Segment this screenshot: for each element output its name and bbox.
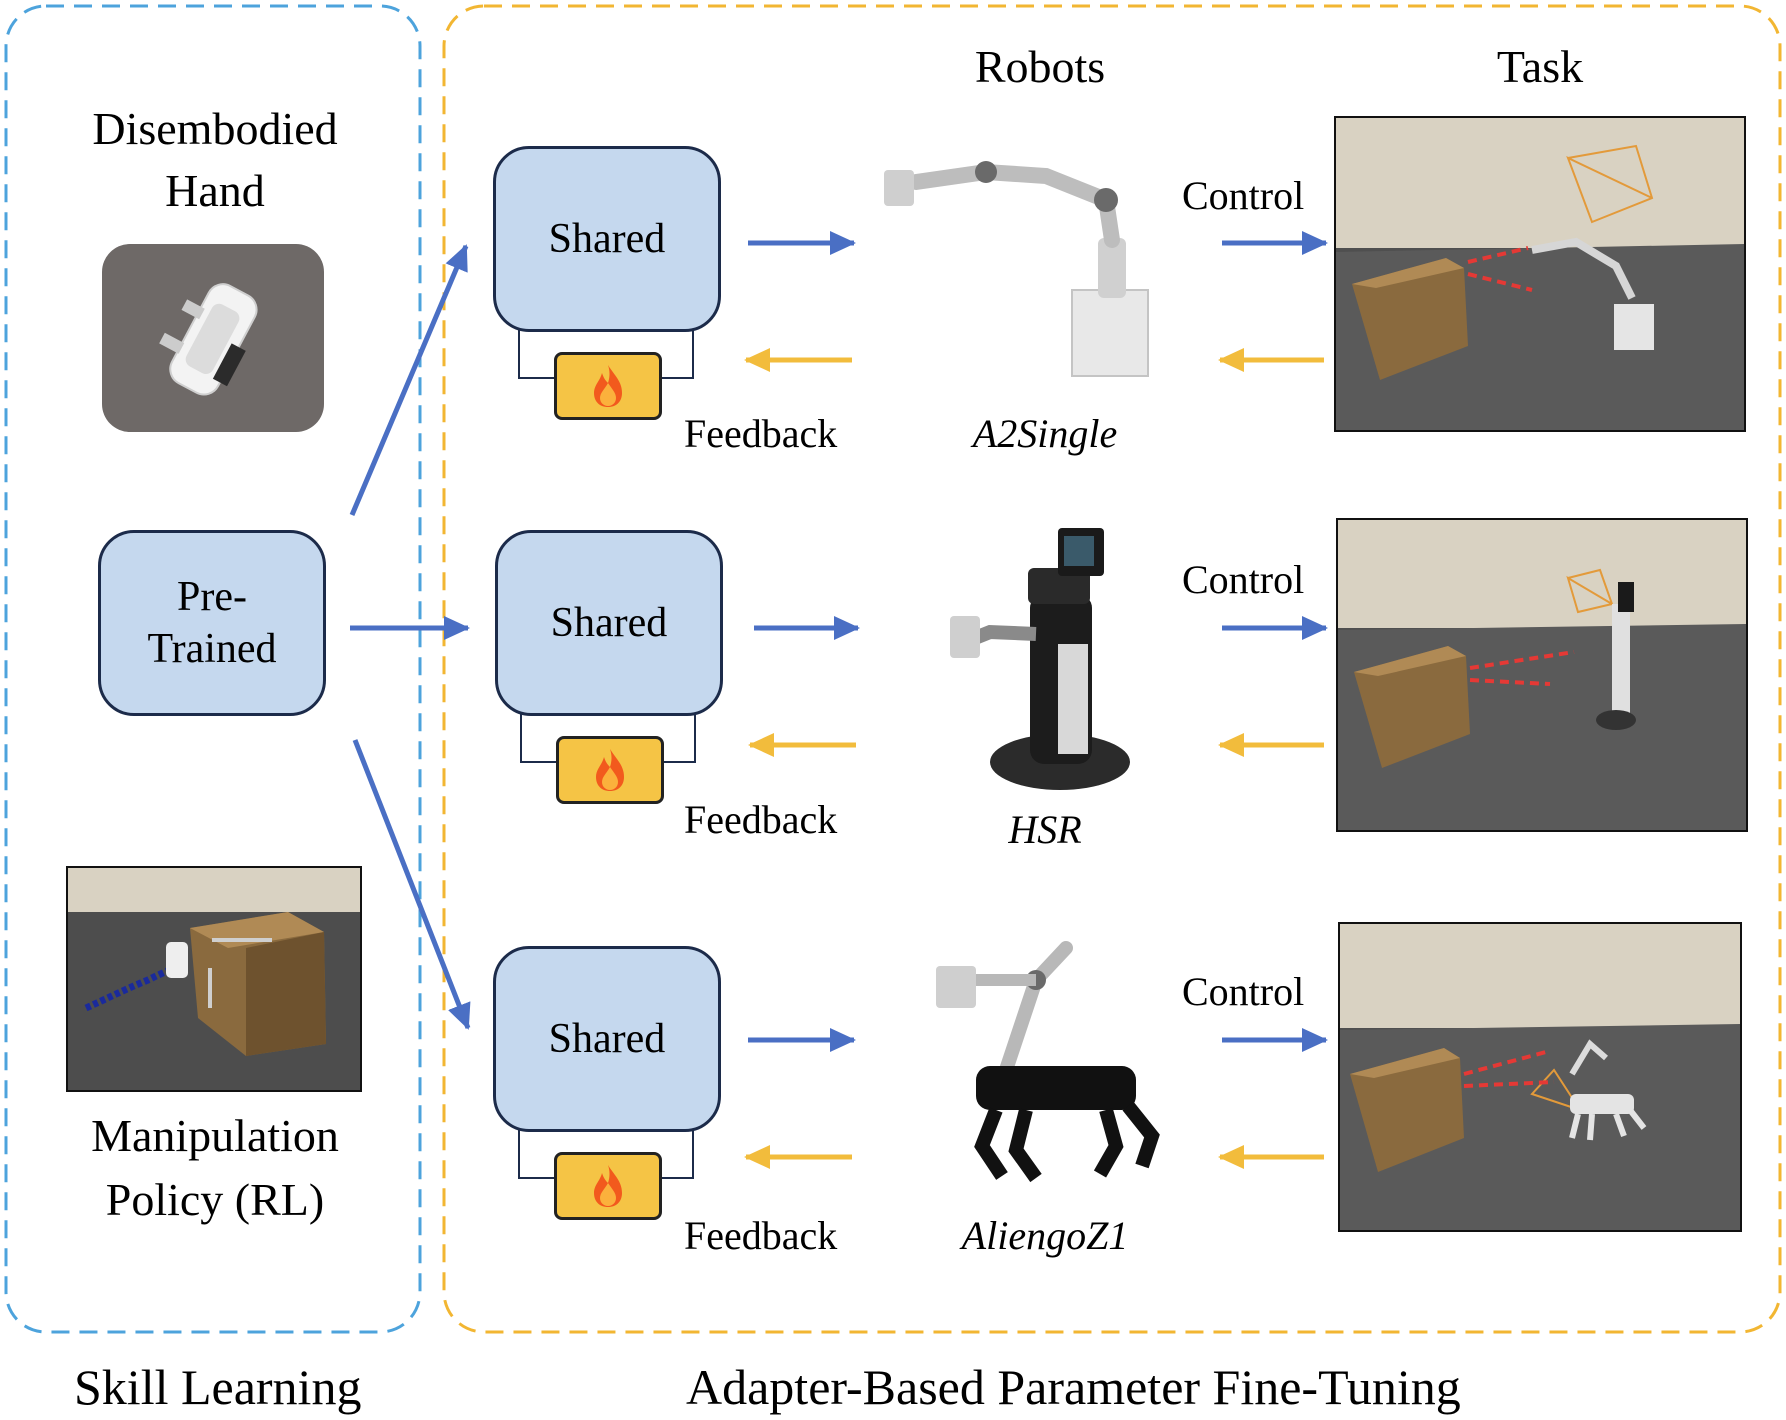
policy-title-line1: Manipulation — [91, 1110, 339, 1161]
pretrained-line1: Pre- — [177, 573, 247, 620]
fire-icon — [596, 749, 624, 791]
a2single-robot-image — [876, 160, 1166, 380]
aliengoz1-robot-image — [916, 940, 1166, 1190]
control-label-1: Control — [1182, 173, 1305, 218]
shared-label-3: Shared — [548, 1015, 666, 1062]
manipulation-policy-scene — [66, 866, 362, 1092]
disembodied-hand-image — [102, 244, 324, 432]
control-label-3: Control — [1182, 969, 1305, 1014]
hand-title-line2: Hand — [165, 165, 265, 216]
skill-learning-frame — [4, 4, 422, 1334]
hsr-robot-image — [940, 524, 1140, 794]
robots-header: Robots — [974, 41, 1106, 92]
adapter-box-2 — [556, 736, 664, 804]
adapter-finetuning-frame — [442, 4, 1782, 1334]
task-scene-2 — [1336, 518, 1748, 832]
shared-box-2: Shared — [495, 530, 723, 716]
robot-name-2: HSR — [1008, 807, 1082, 852]
robot-name-3: AliengoZ1 — [961, 1213, 1129, 1258]
policy-title: Manipulation Policy (RL) — [30, 1104, 400, 1232]
adapter-finetuning-label: Adapter-Based Parameter Fine-Tuning — [686, 1359, 1461, 1415]
shared-label-2: Shared — [550, 599, 668, 646]
pretrained-box: Pre- Trained — [98, 530, 326, 716]
robot-name-1: A2Single — [972, 411, 1118, 456]
shared-label-1: Shared — [548, 215, 666, 262]
arrow-pretrained-to-shared-3 — [352, 739, 471, 1030]
shared-box-1: Shared — [493, 146, 721, 332]
task-header: Task — [1496, 41, 1584, 92]
task-scene-1 — [1334, 116, 1746, 432]
arrow-pretrained-to-shared-1 — [349, 244, 469, 516]
pretrained-line2: Trained — [147, 626, 277, 672]
task-scene-3 — [1338, 922, 1742, 1232]
fire-icon — [594, 365, 622, 407]
shared-box-3: Shared — [493, 946, 721, 1132]
feedback-label-1: Feedback — [684, 411, 838, 456]
feedback-label-3: Feedback — [684, 1213, 838, 1258]
adapter-box-3 — [554, 1152, 662, 1220]
fire-icon — [594, 1165, 622, 1207]
feedback-label-2: Feedback — [684, 797, 838, 842]
skill-learning-label: Skill Learning — [74, 1359, 362, 1415]
control-label-2: Control — [1182, 557, 1305, 602]
adapter-box-1 — [554, 352, 662, 420]
hand-title: Disembodied Hand — [40, 98, 390, 222]
policy-title-line2: Policy (RL) — [105, 1174, 325, 1225]
hand-title-line1: Disembodied — [92, 103, 338, 154]
